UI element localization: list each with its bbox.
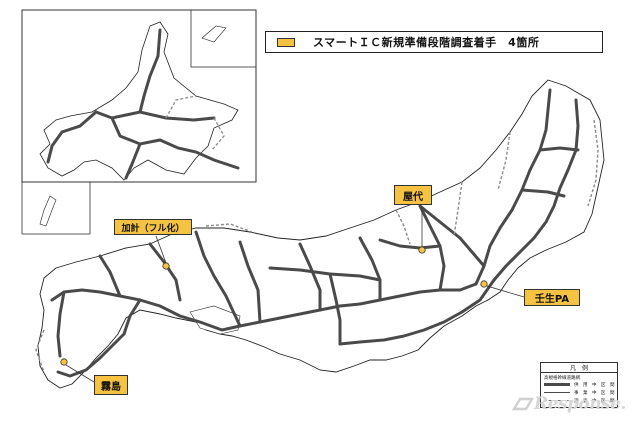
legend-row-survey-label: 調 査 中 区 間 [574,398,615,404]
callout-yashiro-label: 屋代 [403,191,423,203]
watermark-text: Response. [534,394,626,414]
legend-row-construction-label: 事 業 中 区 間 [574,390,615,396]
ic-point-mibu[interactable] [480,280,488,288]
response-watermark: Response. [512,394,626,414]
ic-point-kakei[interactable] [162,262,170,270]
mainland-roads [50,88,580,378]
callout-kakei-label: 加計（フル化） [121,223,185,234]
title-swatch [277,37,295,47]
callout-kirishima-label: 霧島 [101,381,121,393]
ic-point-yashiro[interactable] [418,246,426,254]
map-title: スマートＩＣ新規準備段階調査着手 4箇所 [313,36,540,49]
mainland-planned-roads [35,119,599,373]
legend-row-survey: 調 査 中 区 間 [544,397,615,404]
hokkaido-planned-roads [165,95,225,151]
legend-title: 凡 例 [541,363,617,373]
shikoku-detail [189,305,241,335]
title-legend: スマートＩＣ新規準備段階調査着手 4箇所 [265,31,603,53]
legend-row-open: 供 用 中 区 間 [544,381,615,388]
ic-point-kirishima[interactable] [60,358,68,366]
islands-coastline [201,25,227,43]
callout-leaders [65,206,525,383]
callout-mibu[interactable]: 壬生PA [524,289,580,306]
okinawa-coastline [39,195,57,227]
callout-kirishima[interactable]: 霧島 [94,375,128,395]
hokkaido-coastline [39,21,239,181]
legend-row-open-label: 供 用 中 区 間 [574,382,615,388]
okinawa-inset-frame [21,181,91,235]
callout-kakei[interactable]: 加計（フル化） [114,219,192,235]
response-logo-icon [512,397,534,411]
hokkaido-inset-frame [21,9,257,183]
callout-yashiro[interactable]: 屋代 [394,185,432,205]
legend-row-construction: 事 業 中 区 間 [544,389,615,396]
map-legend: 凡 例 高規格幹線道路網 供 用 中 区 間 事 業 中 区 間 調 査 中 区… [540,362,618,408]
hokkaido-roads [46,28,240,180]
legend-subtitle: 高規格幹線道路網 [544,376,580,381]
islands-inset-frame [190,9,257,68]
callout-mibu-label: 壬生PA [534,294,570,305]
